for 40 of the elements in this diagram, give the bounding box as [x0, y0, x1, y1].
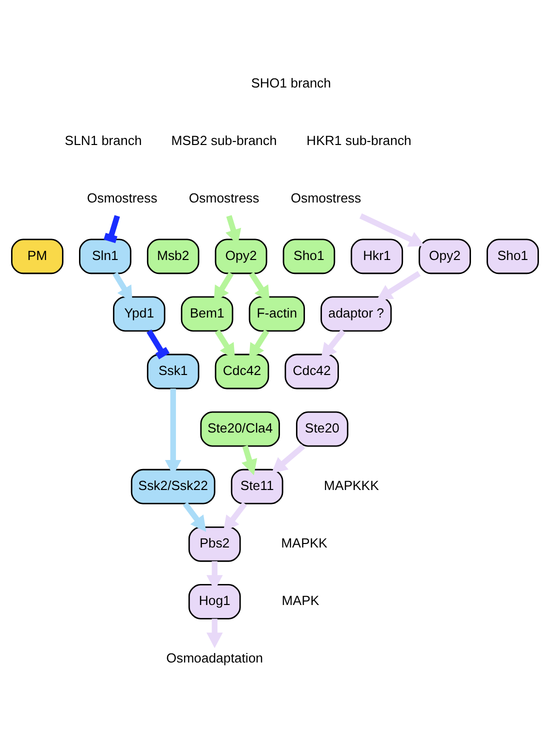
node-text: Osmostress	[188, 190, 260, 206]
node-box: adaptor ?	[320, 296, 392, 332]
node-box: Ssk1	[146, 354, 200, 390]
label: SHO1 branch	[251, 75, 331, 90]
node-text: Osmostress	[290, 190, 362, 206]
node-box: Cdc42	[214, 354, 270, 390]
connector	[146, 330, 170, 360]
node-box: Hkr1	[350, 238, 404, 274]
node-box: Sln1	[79, 238, 132, 274]
node-label: MAPKKK	[324, 478, 379, 494]
arrow	[359, 213, 425, 247]
node-box: Msb2	[146, 238, 200, 274]
label: MSB2 sub-branch	[171, 132, 277, 148]
connector	[104, 215, 120, 244]
label: SLN1 branch	[64, 132, 142, 148]
arrow	[376, 271, 421, 300]
node-box: Cdc42	[284, 354, 339, 390]
arrow	[182, 502, 206, 532]
node-box: Opy2	[418, 238, 471, 274]
node-box: F-actin	[248, 296, 305, 332]
node-box: Ypd1	[112, 296, 166, 332]
node-box: Ste11	[230, 468, 284, 504]
node-box: Hog1	[188, 584, 241, 620]
arrow	[271, 444, 306, 474]
node-box: Opy2	[214, 238, 268, 274]
node-text: Osmostress	[86, 190, 158, 206]
node-box: Pbs2	[188, 526, 241, 562]
node-box: Ssk2/Ssk22	[130, 468, 216, 504]
node-box: Ste20	[296, 411, 348, 447]
node-box: Bem1	[180, 296, 234, 332]
arrow	[206, 618, 223, 648]
node-text: Osmoadaptation	[166, 650, 264, 666]
node-box: PM	[11, 238, 64, 274]
node-label: MAPK	[282, 593, 320, 608]
node-box: Sho1	[282, 238, 336, 274]
arrow	[242, 445, 258, 476]
label: HKR1 sub-branch	[306, 132, 412, 148]
node-box: Ste20/Cla4	[200, 411, 280, 447]
node-label: MAPKK	[281, 536, 328, 551]
node-box: Sho1	[486, 238, 539, 274]
